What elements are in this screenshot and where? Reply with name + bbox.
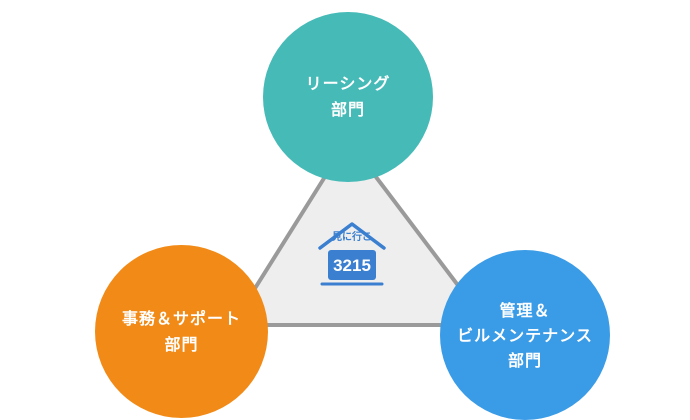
node-management-line-2: ビルメンテナンス — [457, 325, 593, 345]
house-logo-icon — [318, 222, 386, 286]
node-management-line-1: 管理＆ — [499, 300, 551, 320]
node-management-maintenance: 管理＆ ビルメンテナンス 部門 — [440, 250, 610, 420]
node-office-support-line-2: 部門 — [164, 334, 199, 354]
logo-roof-text: 見に行こ — [332, 232, 372, 243]
logo-number: 3215 — [333, 256, 371, 275]
node-management-line-3: 部門 — [507, 350, 542, 370]
center-triangle — [230, 138, 490, 327]
node-office-support-line-1: 事務＆サポート — [121, 308, 241, 328]
company-logo: 見に行こ 3215 — [316, 218, 388, 288]
node-leasing: リーシング 部門 — [263, 12, 433, 182]
node-office-support: 事務＆サポート 部門 — [95, 245, 268, 418]
node-leasing-line-2: 部門 — [330, 100, 365, 119]
node-leasing-line-1: リーシング — [305, 74, 391, 93]
